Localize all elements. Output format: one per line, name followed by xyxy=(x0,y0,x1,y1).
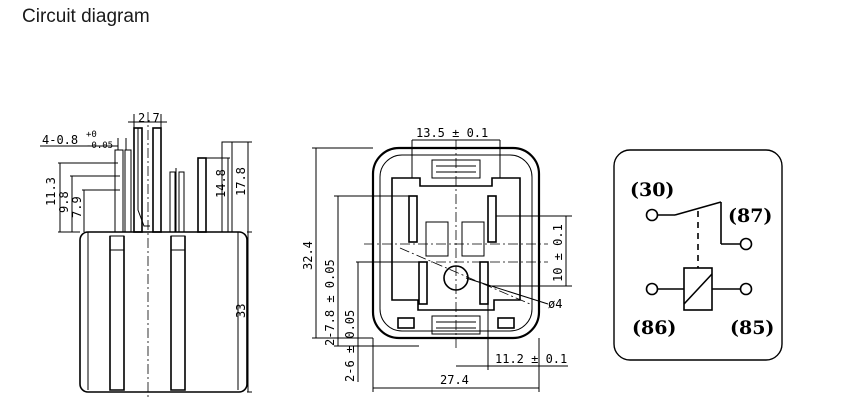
dim-pin-width: 2.7 xyxy=(138,111,160,125)
pin-top-left xyxy=(408,195,418,243)
side-pin-3 xyxy=(114,149,124,233)
pin-bottom-left xyxy=(418,261,428,305)
side-view: 2.7 4-0.8 +0 -0.05 11.3 9.8 7.9 14.8 17.… xyxy=(40,111,252,400)
terminal-87 xyxy=(739,237,753,251)
side-slot-right xyxy=(170,236,186,391)
dim-bottom-offset: 11.2 ± 0.1 xyxy=(495,352,567,366)
terminal-30 xyxy=(645,208,659,222)
dim-hole: ø4 xyxy=(548,297,562,311)
pin-label-30: (30) xyxy=(630,179,674,201)
pin-bottom-right xyxy=(479,261,489,305)
dim-h-148: 14.8 xyxy=(214,169,228,198)
side-pin-4 xyxy=(169,171,176,233)
pin-label-86: (86) xyxy=(632,317,676,339)
dim-pitch-long: 2-7.8 ± 0.05 xyxy=(323,259,337,346)
dim-top-width: 13.5 ± 0.1 xyxy=(416,126,488,140)
slot-right xyxy=(497,317,515,329)
dim-pin-thickness: 4-0.8 xyxy=(42,133,78,147)
dim-height: 32.4 xyxy=(301,241,315,270)
page-title: Circuit diagram xyxy=(22,6,150,27)
dim-pin-thickness-lower: -0.05 xyxy=(86,141,113,151)
dim-h-79: 7.9 xyxy=(70,196,84,218)
relay-schematic: (30) (87) (86) (85) xyxy=(613,149,783,361)
dim-h-98: 9.8 xyxy=(57,191,71,213)
side-pin-2 xyxy=(152,127,162,233)
pin-top-right xyxy=(487,195,497,243)
dim-h-178: 17.8 xyxy=(234,167,248,196)
switch-arm xyxy=(674,201,722,216)
side-pin-6 xyxy=(221,141,233,233)
terminal-85 xyxy=(739,282,753,296)
pin-label-85: (85) xyxy=(730,317,774,339)
dim-width: 27.4 xyxy=(440,373,469,387)
pin-label-87: (87) xyxy=(728,205,772,227)
side-housing xyxy=(79,231,248,393)
dim-pin-thickness-upper: +0 xyxy=(86,130,97,140)
bottom-view: 13.5 ± 0.1 32.4 2-7.8 ± 0.05 2-6 ± 0.05 … xyxy=(301,126,572,392)
side-slot-left xyxy=(109,236,125,391)
side-pin-5 xyxy=(197,157,207,233)
dim-right-height: 10 ± 0.1 xyxy=(551,224,565,282)
schematic-frame xyxy=(613,149,783,361)
terminal-86 xyxy=(645,282,659,296)
dim-pitch-short: 2-6 ± 0.05 xyxy=(343,310,357,382)
dim-h-33: 33 xyxy=(234,304,248,318)
slot-left xyxy=(397,317,415,329)
dim-h-113: 11.3 xyxy=(44,177,58,206)
